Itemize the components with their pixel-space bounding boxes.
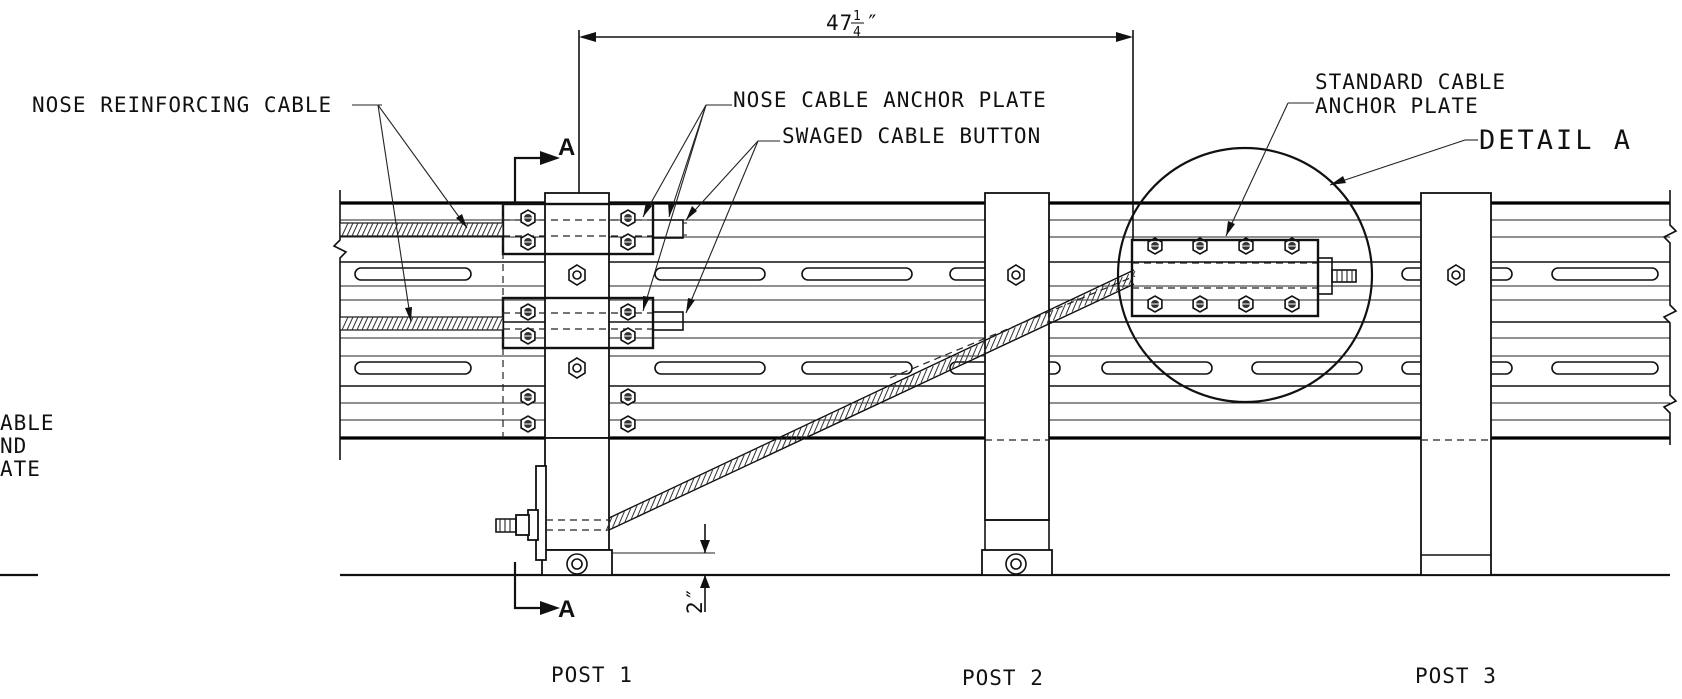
hex-bolt-icon (1284, 237, 1300, 255)
leader-detail-a (1329, 139, 1478, 186)
hex-bolt-icon (1284, 295, 1300, 313)
main-anchor-cable (605, 269, 1136, 532)
hex-bolt-icon (520, 303, 536, 321)
dimension-top-inch: ″ (866, 11, 880, 35)
leader-standard-cable-anchor-plate (1225, 102, 1314, 237)
label-standard-cable-line2: ANCHOR PLATE (1315, 94, 1479, 118)
hex-bolt-icon (620, 388, 636, 406)
label-standard-cable-line1: STANDARD CABLE (1315, 70, 1506, 94)
label-left-cut-2: ND (0, 434, 27, 458)
hex-bolt-icon (1192, 295, 1208, 313)
leader-nose-cable-anchor-plate (642, 104, 732, 312)
label-post-2: POST 2 (962, 666, 1044, 690)
dimension-bottom-label: 2″ (683, 587, 707, 614)
label-nose-reinforcing-cable: NOSE REINFORCING CABLE (32, 93, 332, 117)
dimension-top-label: 47 (826, 11, 853, 35)
rail-slots (354, 267, 1659, 375)
post-1 (495, 192, 613, 576)
standard-cable-anchor-plate (1130, 238, 1357, 318)
hex-bolt-icon (520, 415, 536, 433)
dimension-47-quarter (578, 30, 1134, 240)
label-swaged-cable-button: SWAGED CABLE BUTTON (782, 124, 1041, 148)
post-2 (981, 192, 1053, 576)
hex-bolt-icon (520, 388, 536, 406)
hex-bolt-icon (520, 209, 536, 227)
label-post-1: POST 1 (551, 663, 633, 687)
section-mark-top (513, 151, 560, 203)
label-detail-a: DETAIL A (1479, 125, 1633, 156)
plate-bolts (520, 209, 1300, 433)
dimension-2-inch (612, 524, 715, 612)
detail-a-circle (1116, 146, 1374, 404)
hex-bolt-icon (620, 415, 636, 433)
hex-bolt-icon (520, 327, 536, 345)
section-mark-bottom-label: A (558, 596, 575, 623)
hex-bolt-icon (620, 209, 636, 227)
hex-bolt-icon (1147, 237, 1163, 255)
hex-bolt-icon (620, 303, 636, 321)
hex-bolt-icon (1238, 237, 1254, 255)
leader-swaged-cable-button (685, 140, 780, 314)
section-mark-bottom (513, 562, 560, 615)
dimension-top-fraction-den: 4 (853, 25, 862, 40)
hex-bolt-icon (620, 327, 636, 345)
label-post-3: POST 3 (1415, 664, 1497, 688)
hex-bolt-icon (1192, 237, 1208, 255)
hex-bolt-icon (520, 233, 536, 251)
label-left-cut-3: ATE (0, 457, 41, 481)
post-bolts (568, 264, 1465, 379)
section-mark-top-label: A (558, 134, 575, 161)
hex-bolt-icon (620, 233, 636, 251)
post-3 (1420, 192, 1492, 576)
label-left-cut-1: ABLE (0, 411, 55, 435)
hex-bolt-icon (1147, 295, 1163, 313)
nose-reinforcing-cables (339, 222, 504, 331)
label-nose-cable-anchor-plate: NOSE CABLE ANCHOR PLATE (733, 88, 1047, 112)
dimension-top-fraction-num: 1 (853, 9, 862, 24)
leader-nose-reinforcing-cable (352, 104, 468, 323)
hex-bolt-icon (1238, 295, 1254, 313)
